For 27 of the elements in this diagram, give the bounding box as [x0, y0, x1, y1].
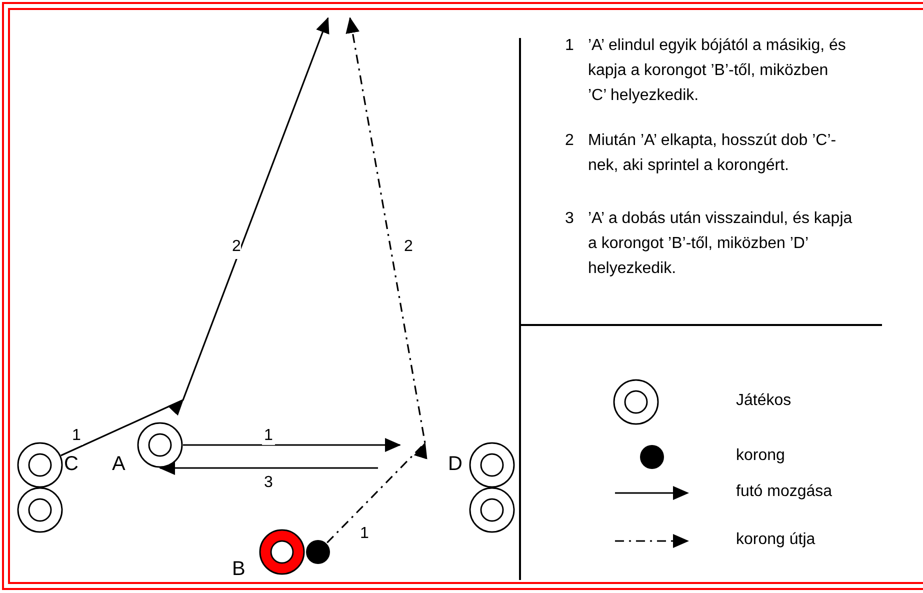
step-note: ’A’ elindul egyik bójától a másikig, és kapja a korongot ’B’-től, miközben ’C’ helyezkedik.	[588, 36, 847, 106]
player-marker	[259, 529, 305, 575]
puck-marker	[305, 539, 331, 565]
step-number: 1	[565, 36, 575, 56]
step-number: 2	[565, 131, 575, 151]
legend-label: Játékos	[736, 391, 792, 411]
player-marker	[17, 442, 63, 488]
player-marker	[469, 442, 515, 488]
legend-label: futó mozgása	[736, 482, 832, 502]
arrow	[326, 17, 428, 544]
player-letter: A	[112, 453, 126, 475]
legend-label: korong útja	[736, 530, 816, 550]
step-number: 3	[565, 209, 575, 229]
player-letter: C	[64, 453, 78, 475]
player-letter: B	[232, 558, 246, 580]
legend-label: korong	[736, 446, 785, 466]
player-marker	[17, 487, 63, 533]
edge-label: 1	[262, 427, 275, 445]
player-marker	[469, 487, 515, 533]
step-note: ’A’ a dobás után visszaindul, és kapja a korongot ’B’-től, miközben ’D’ helyezkedik.	[588, 209, 854, 279]
player-marker	[137, 422, 183, 468]
arrow	[159, 461, 378, 475]
step-note: Miután ’A’ elkapta, hosszút dob ’C’-nek, aki sprintel a korongért.	[588, 131, 838, 176]
player-letter: D	[448, 453, 462, 475]
arrow	[60, 17, 330, 456]
arrow	[183, 438, 401, 452]
edge-label: 1	[70, 427, 83, 445]
